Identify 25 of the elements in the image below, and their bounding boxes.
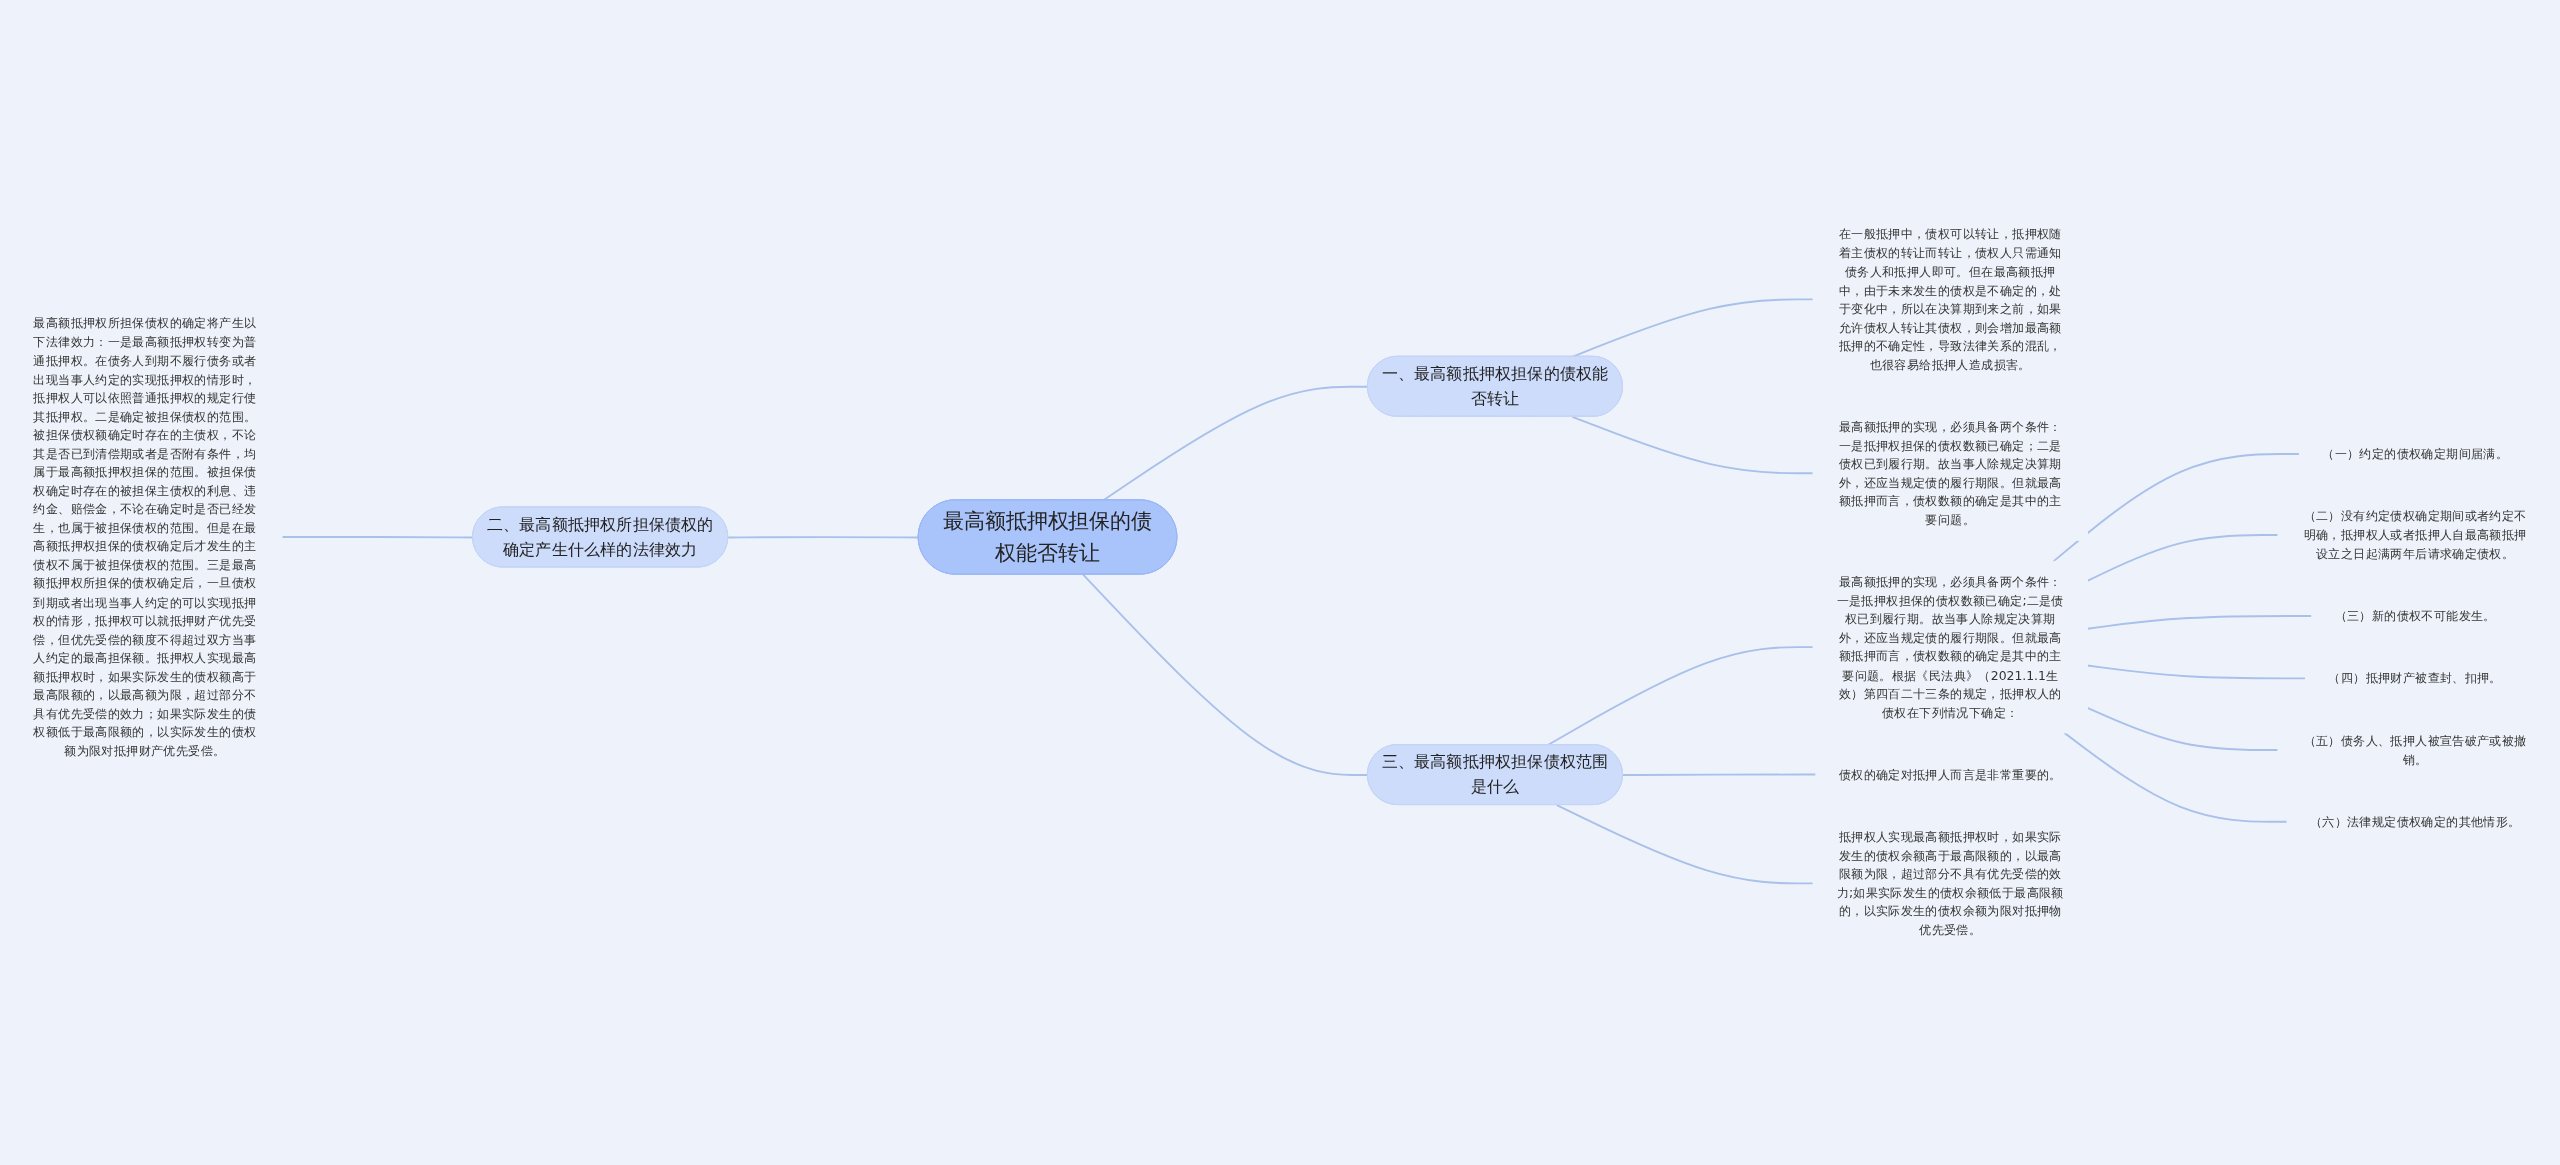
connector — [1082, 574, 1369, 777]
node-text: （五）债务人、抵押人被宣告破产或被撤销。 — [2303, 733, 2527, 767]
connector — [2086, 534, 2279, 583]
connector — [1555, 804, 1814, 885]
connector — [2063, 732, 2288, 824]
node-text: （一）约定的债权确定期间届满。 — [2322, 446, 2509, 462]
connector — [1102, 386, 1369, 502]
node-text: 最高额抵押权所担保债权的确定将产生以下法律效力：一是最高额抵押权转变为普通抵押权。在债务人到期不履行债务或者出现当事人约定的实现抵押权的情形时，抵押权人可以依照普通抵押权的规定行使其抵押权。二是确定被担保债权的范围。被担保债权额确定时存在的主债权，不论其是否已到清偿期或者是否附有条件，均属于最高额抵押权担保的范围。被担保债权确定时存在的被担保主债权的利息、违约金、赔偿金，不论在确定时是否已经发生，也属于被担保债权的范围。但是在最高额抵押权担保的债权确定后才发生的主债权不属于被担保债权的范围。三是最高额抵押权所担保的债权确定后，一旦债权到期或者出现当事人约定的可以实现抵押权的情形，抵押权可以就抵押财产优先受偿，但优先受偿的额度不得超过双方当事人约定的最高担保额。抵押权人实现最高额抵押权时，如果实际发生的债权额高于最高限额的，以最高额为限，超过部分不具有优先受偿的效力；如果实际发生的债权额低于最高限额的，以实际发生的债权额为限对抵押财产优先受偿。 — [33, 316, 257, 758]
connector — [2086, 664, 2307, 680]
connector — [2052, 453, 2301, 563]
connector — [1622, 774, 1817, 777]
node-text: （三）新的债权不可能发生。 — [2334, 608, 2496, 624]
node-text: （六）法律规定债权确定的其他情形。 — [2309, 814, 2521, 830]
connector — [2086, 707, 2279, 752]
node-text: 最高额抵押的实现，必须具备两个条件：一是抵押权担保的债权数额已确定;二是债权已到履行期。故当事人除规定决算期外，还应当规定债的履行期限。但就最高额抵押而言，债权数额的确定是其中的主要问题。根据《民法典》（2021.1.1生效）第四百二十三条的规定，抵押权人的债权在下列情况下确定： — [1836, 575, 2064, 720]
node-text: 债权的确定对抵押人而言是非常重要的。 — [1838, 767, 2062, 782]
connector — [727, 536, 920, 539]
node-text: 抵押权人实现最高额抵押权时，如果实际发生的债权余额高于最高限额的，以最高限额为限，超过部分不具有优先受偿的效力;如果实际发生的债权余额低于最高限额的，以实际发生的债权余额为限对抵押物优先受偿。 — [1836, 829, 2064, 938]
node-text: （四）抵押财产被查封、扣押。 — [2328, 671, 2502, 686]
node-text: 最高额抵押的实现，必须具备两个条件：一是抵押权担保的债权数额已确定；二是债权已到履行期。故当事人除规定决算期外，还应当规定债的履行期限。但就最高额抵押而言，债权数额的确定是其中的主要问题。 — [1838, 419, 2062, 527]
connector — [281, 536, 474, 539]
node-text: （二）没有约定债权确定期间或者约定不明确，抵押权人或者抵押人自最高额抵押设立之日起满两年后请求确定债权。 — [2303, 509, 2527, 561]
connector — [1571, 416, 1814, 475]
node-text: 在一般抵押中，债权可以转让，抵押权随着主债权的转让而转让，债权人只需通知债务人和抵押人即可。但在最高额抵押中，由于未来发生的债权是不确定的，处于变化中，所以在决算期到来之前，如果允许债权人转让其债权，则会增加最高额抵押的不确定性，导致法律关系的混乱，也很容易给抵押人造成损害。 — [1838, 227, 2062, 372]
connector — [2086, 615, 2313, 631]
